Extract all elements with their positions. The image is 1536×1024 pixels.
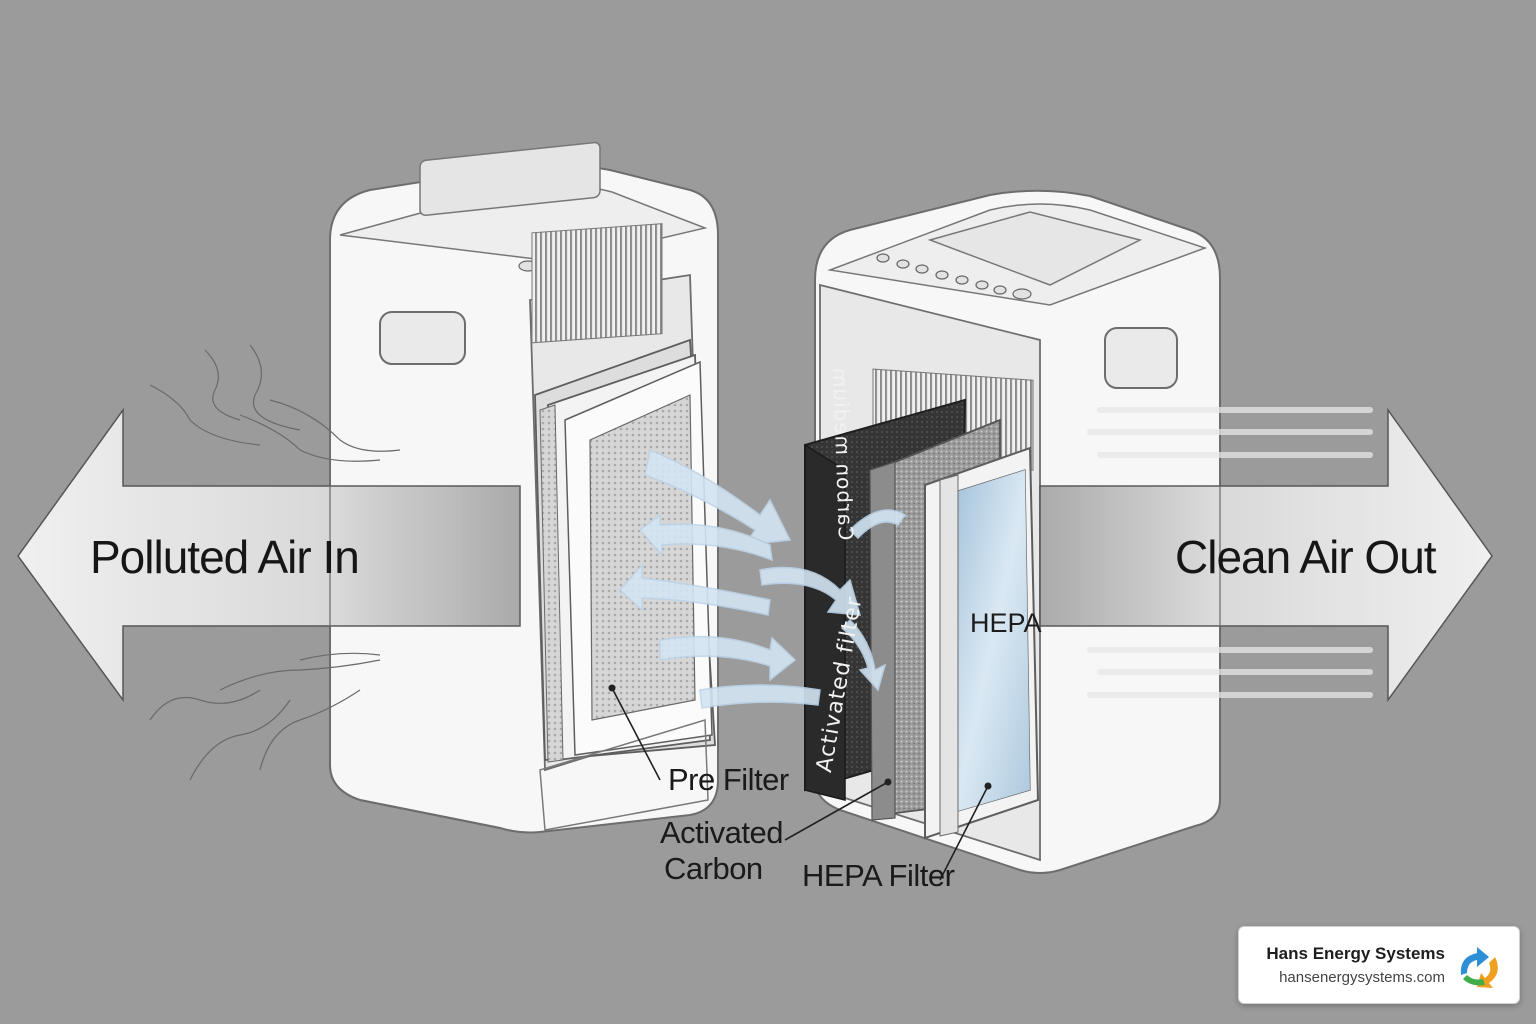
- brand-badge: Hans Energy Systems hansenergysystems.co…: [1238, 926, 1520, 1004]
- hepa-filter-callout: HEPA Filter: [802, 858, 955, 893]
- brand-name: Hans Energy Systems: [1266, 944, 1445, 963]
- hepa-face-label: HEPA: [970, 608, 1042, 638]
- activated-carbon-line-2: Carbon: [664, 851, 763, 886]
- leader-lines: [611, 687, 989, 881]
- clean-air-streaks: [1087, 407, 1373, 698]
- polluted-air-arrow: [17, 407, 521, 703]
- activated-carbon-line-1: Activated: [660, 815, 784, 850]
- brand-url: hansenergysystems.com: [1279, 969, 1445, 986]
- pre-filter-callout: Pre Filter: [668, 762, 789, 797]
- right-purifier-unit: [804, 189, 1221, 874]
- activated-carbon-callout: Activated Carbon: [660, 815, 784, 887]
- recycle-arrows-icon: [1460, 947, 1498, 988]
- clean-air-arrow: [1039, 407, 1493, 703]
- polluted-air-in-label: Polluted Air In: [90, 531, 360, 583]
- clean-air-out-label: Clean Air Out: [1175, 531, 1437, 583]
- airflow-streams: [618, 448, 907, 709]
- pollution-wisps: [149, 344, 401, 781]
